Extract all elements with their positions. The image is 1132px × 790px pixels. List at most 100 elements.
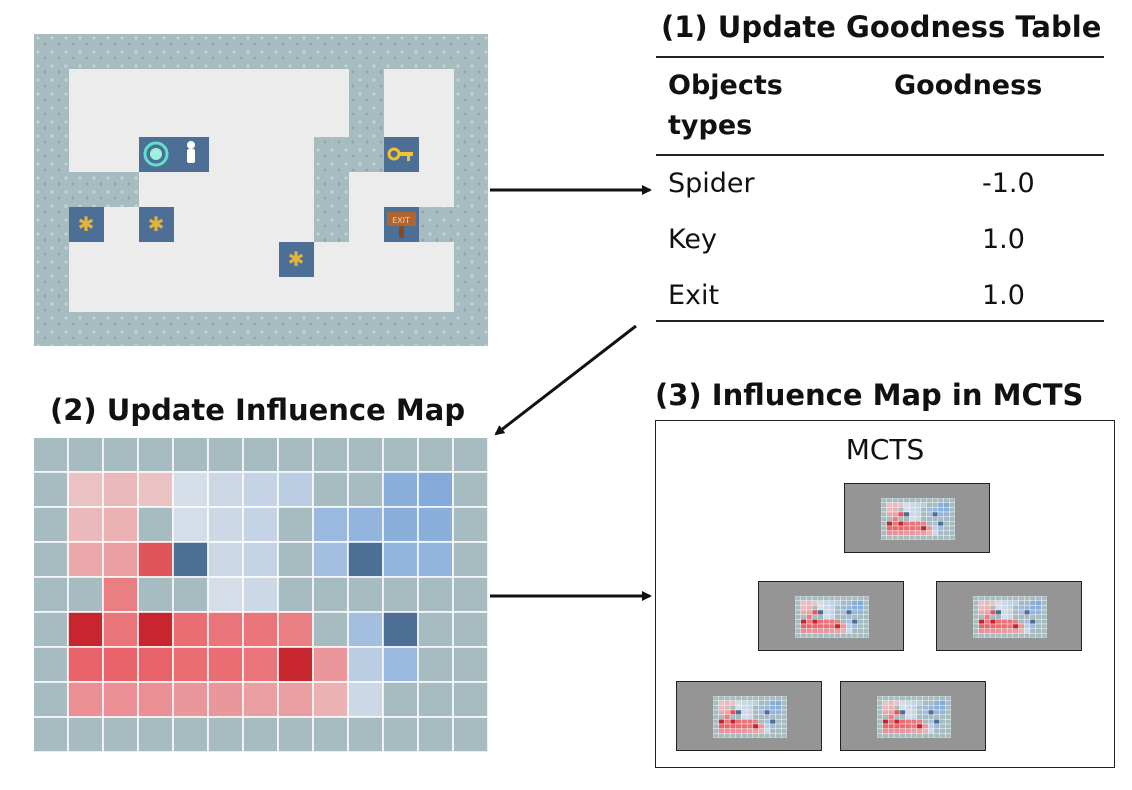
wall-cell	[741, 733, 748, 738]
wall-cell	[932, 516, 939, 522]
wall-cell	[881, 511, 887, 517]
influence-cell	[984, 605, 991, 611]
influence-cell	[910, 705, 918, 711]
spider-icon: ✱	[69, 207, 104, 242]
influence-cell	[172, 611, 209, 648]
wall-cell	[834, 609, 841, 615]
influence-cell	[1035, 600, 1042, 606]
wall-cell	[1041, 628, 1047, 634]
wall-cell	[452, 681, 488, 718]
influence-cell	[724, 714, 731, 720]
influence-cell	[834, 623, 841, 629]
influence-cell	[735, 723, 742, 729]
influence-cell	[806, 605, 813, 611]
wall-cell	[939, 733, 946, 738]
influence-cell	[922, 728, 929, 734]
influence-cell	[1018, 628, 1025, 634]
wall-cell	[277, 716, 314, 752]
influence-cell	[897, 521, 904, 527]
wall-cell	[939, 723, 946, 729]
influence-cell	[137, 611, 174, 648]
wall-cell	[932, 498, 939, 503]
influence-cell	[851, 619, 858, 625]
wall-cell	[995, 614, 1002, 620]
wall-cell	[137, 438, 174, 473]
wall-cell	[752, 705, 759, 711]
wall-cell	[1029, 628, 1036, 634]
wall-cell	[764, 733, 771, 738]
influence-cell	[746, 723, 754, 729]
influence-cell	[823, 609, 830, 615]
influence-cell	[984, 614, 991, 620]
wall-cell	[910, 733, 918, 738]
wall-cell	[893, 714, 900, 720]
goodness-table: Objects types Goodness Spider -1.0 Key 1…	[656, 56, 1104, 322]
influence-cell	[926, 530, 933, 536]
influence-cell	[817, 609, 824, 615]
wall-cell	[207, 438, 244, 473]
influence-cell	[741, 714, 748, 720]
influence-cell	[888, 728, 895, 734]
wall-cell	[922, 733, 929, 738]
influence-cell	[995, 628, 1002, 634]
wall-cell	[713, 733, 719, 738]
influence-cell	[741, 709, 748, 715]
wall-cell	[945, 733, 951, 738]
wall-cell	[800, 596, 807, 601]
influence-cell	[893, 723, 900, 729]
influence-cell	[172, 646, 209, 683]
wall-cell	[949, 511, 955, 517]
wall-cell	[877, 728, 883, 734]
wall-cell	[781, 719, 787, 725]
wall-cell	[920, 498, 927, 503]
influence-cell	[1029, 619, 1036, 625]
wall-cell	[905, 696, 912, 701]
influence-cell	[899, 700, 906, 706]
wall-cell	[932, 502, 939, 508]
influence-cell	[937, 511, 944, 517]
svg-text:EXIT: EXIT	[392, 216, 410, 225]
influence-cell	[741, 700, 748, 706]
wall-cell	[1018, 633, 1025, 638]
wall-cell	[806, 596, 813, 601]
influence-cell	[886, 511, 893, 517]
influence-cell	[102, 646, 139, 683]
influence-cell	[242, 471, 279, 508]
goodness-table-heading: (1) Update Goodness Table	[661, 10, 1102, 44]
influence-cell	[916, 728, 923, 734]
wall-cell	[939, 719, 946, 725]
influence-cell	[995, 623, 1002, 629]
wall-cell	[863, 596, 869, 601]
table-row-object: Key	[668, 224, 717, 255]
wall-cell	[718, 714, 725, 720]
wall-cell	[735, 696, 742, 701]
influence-cell	[806, 600, 813, 606]
wall-cell	[1041, 633, 1047, 638]
influence-cell	[886, 507, 893, 513]
wall-cell	[828, 633, 836, 638]
wall-cell	[795, 623, 801, 629]
influence-cell	[910, 714, 918, 720]
influence-cell	[834, 600, 841, 606]
wall-cell	[277, 506, 314, 543]
wall-cell	[897, 507, 904, 513]
influence-cell	[892, 511, 899, 517]
wall-cell	[769, 714, 776, 720]
wall-cell	[713, 705, 719, 711]
wall-cell	[840, 633, 847, 638]
wall-cell	[989, 614, 996, 620]
influence-cell	[978, 605, 985, 611]
influence-cell	[746, 728, 754, 734]
wall-cell	[713, 719, 719, 725]
wall-cell	[312, 576, 349, 613]
col-header-objects-line2: types	[668, 110, 753, 141]
influence-cell	[828, 628, 836, 634]
influence-cell	[752, 728, 759, 734]
exit-icon: EXIT	[384, 207, 419, 242]
influence-cell	[916, 719, 923, 725]
wall-cell	[881, 535, 887, 540]
influence-cell	[242, 681, 279, 718]
influence-cell	[800, 623, 807, 629]
influence-cell	[840, 623, 847, 629]
wall-cell	[886, 498, 893, 503]
